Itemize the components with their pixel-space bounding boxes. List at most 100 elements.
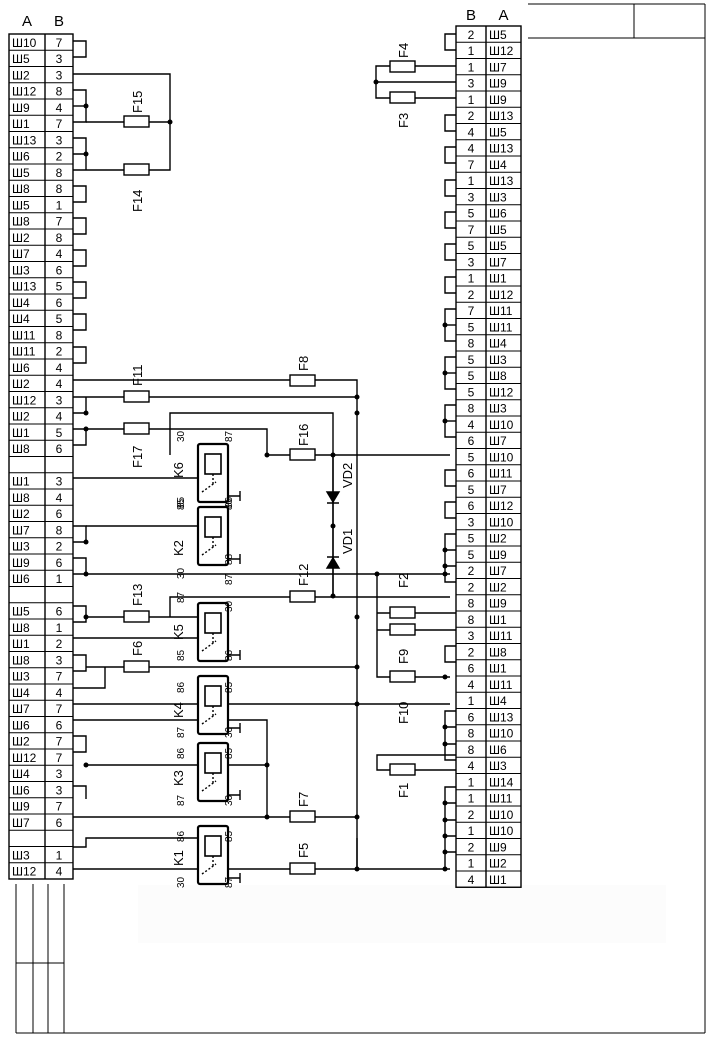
pin-cell: 8 bbox=[56, 231, 63, 245]
relay-pin-label: 86 bbox=[176, 681, 187, 693]
label-f15: F15 bbox=[130, 91, 145, 113]
connector-cell: Ш3 bbox=[489, 190, 507, 204]
pin-cell: 6 bbox=[56, 605, 63, 619]
relay-pin-label: 85 bbox=[176, 649, 187, 661]
fuse-f10 bbox=[389, 670, 416, 683]
connector-cell: Ш8 bbox=[489, 369, 507, 383]
pin-cell: 2 bbox=[468, 808, 475, 822]
connector-cell: Ш8 bbox=[12, 491, 30, 505]
pin-cell: 7 bbox=[56, 215, 63, 229]
pin-cell: 7 bbox=[56, 36, 63, 50]
connector-cell: Ш11 bbox=[489, 320, 513, 334]
pin-cell: 6 bbox=[56, 816, 63, 830]
pin-cell: 8 bbox=[56, 182, 63, 196]
pin-cell: 4 bbox=[56, 101, 63, 115]
connector-cell: Ш6 bbox=[12, 361, 30, 375]
fuse-f8 bbox=[289, 374, 316, 387]
fuse-f11 bbox=[123, 390, 150, 403]
connector-cell: Ш11 bbox=[12, 345, 36, 359]
relay-pin-label: 85 bbox=[224, 747, 235, 759]
connector-cell: Ш2 bbox=[12, 231, 30, 245]
label-f10: F10 bbox=[396, 702, 411, 724]
relay-label-k5: K5 bbox=[171, 624, 186, 640]
fuse-f7 bbox=[289, 810, 316, 823]
fuse-f5 bbox=[289, 862, 316, 875]
connector-cell: Ш2 bbox=[489, 532, 507, 546]
connector-cell: Ш7 bbox=[12, 247, 30, 261]
pin-cell: 6 bbox=[56, 442, 63, 456]
pin-cell: 4 bbox=[468, 125, 475, 139]
pin-cell: 7 bbox=[56, 735, 63, 749]
pin-cell: 3 bbox=[468, 77, 475, 91]
label-f16: F16 bbox=[296, 424, 311, 446]
relay-pin-label: 87 bbox=[224, 430, 235, 442]
pin-cell: 6 bbox=[468, 467, 475, 481]
pin-cell: 2 bbox=[56, 345, 63, 359]
pin-cell: 1 bbox=[468, 44, 475, 58]
connector-cell: Ш3 bbox=[489, 353, 507, 367]
diode-vd1 bbox=[325, 556, 341, 569]
pin-cell: 6 bbox=[468, 434, 475, 448]
label-f9: F9 bbox=[396, 649, 411, 664]
pin-cell: 4 bbox=[56, 491, 63, 505]
pin-cell: 3 bbox=[56, 653, 63, 667]
connector-cell: Ш4 bbox=[489, 158, 507, 172]
connector-cell: Ш5 bbox=[12, 52, 30, 66]
junction-dots bbox=[83, 79, 448, 872]
connector-cell: Ш2 bbox=[12, 377, 30, 391]
connector-cell: Ш9 bbox=[489, 93, 507, 107]
connector-cell: Ш11 bbox=[489, 467, 513, 481]
pin-cell: 4 bbox=[468, 759, 475, 773]
pin-cell: 4 bbox=[56, 686, 63, 700]
connector-cell: Ш12 bbox=[12, 751, 37, 765]
pin-cell: 6 bbox=[468, 710, 475, 724]
faint-shadow bbox=[138, 885, 666, 943]
pin-cell: 1 bbox=[468, 174, 475, 188]
connector-cell: Ш4 bbox=[489, 337, 507, 351]
connector-cell: Ш6 bbox=[12, 718, 30, 732]
pin-cell: 3 bbox=[468, 190, 475, 204]
pin-cell: 6 bbox=[468, 662, 475, 676]
pin-cell: 5 bbox=[468, 548, 475, 562]
connector-cell: Ш1 bbox=[12, 637, 30, 651]
connector-cell: Ш12 bbox=[12, 85, 37, 99]
connector-cell: Ш3 bbox=[12, 263, 30, 277]
pin-cell: 8 bbox=[468, 402, 475, 416]
connector-cell: Ш9 bbox=[12, 556, 30, 570]
connector-cell: Ш2 bbox=[12, 735, 30, 749]
fuse-f3 bbox=[389, 91, 416, 104]
pin-cell: 1 bbox=[56, 572, 63, 586]
pin-cell: 3 bbox=[56, 52, 63, 66]
connector-cell: Ш14 bbox=[489, 775, 514, 789]
pin-cell: 1 bbox=[56, 198, 63, 212]
connector-cell: Ш8 bbox=[12, 215, 30, 229]
relay-label-k2: K2 bbox=[171, 540, 186, 556]
pin-cell: 7 bbox=[56, 751, 63, 765]
connector-cell: Ш8 bbox=[12, 442, 30, 456]
connector-cell: Ш9 bbox=[12, 800, 30, 814]
pin-cell: 8 bbox=[56, 166, 63, 180]
pin-cell: 4 bbox=[56, 865, 63, 879]
pin-cell: 1 bbox=[56, 621, 63, 635]
pin-cell: 4 bbox=[468, 678, 475, 692]
connector-cell: Ш9 bbox=[12, 101, 30, 115]
connector-cell: Ш10 bbox=[489, 418, 514, 432]
connector-cell: Ш11 bbox=[489, 304, 513, 318]
relay-label-k1: K1 bbox=[171, 850, 186, 866]
connector-cell: Ш13 bbox=[12, 133, 37, 147]
connector-cell: Ш1 bbox=[489, 272, 507, 286]
pin-cell: 5 bbox=[56, 280, 63, 294]
pin-cell: 3 bbox=[56, 475, 63, 489]
diode-vd2 bbox=[325, 491, 341, 504]
connector-cell: Ш2 bbox=[12, 68, 30, 82]
pin-cell: 5 bbox=[468, 239, 475, 253]
table-header-1: A bbox=[22, 13, 32, 30]
table-header-2: A bbox=[498, 7, 508, 24]
pin-cell: 7 bbox=[56, 117, 63, 131]
connector-cell: Ш5 bbox=[489, 239, 507, 253]
relay-pin-label: 85 bbox=[176, 498, 187, 510]
pin-cell: 4 bbox=[468, 418, 475, 432]
connector-cell: Ш5 bbox=[489, 28, 507, 42]
